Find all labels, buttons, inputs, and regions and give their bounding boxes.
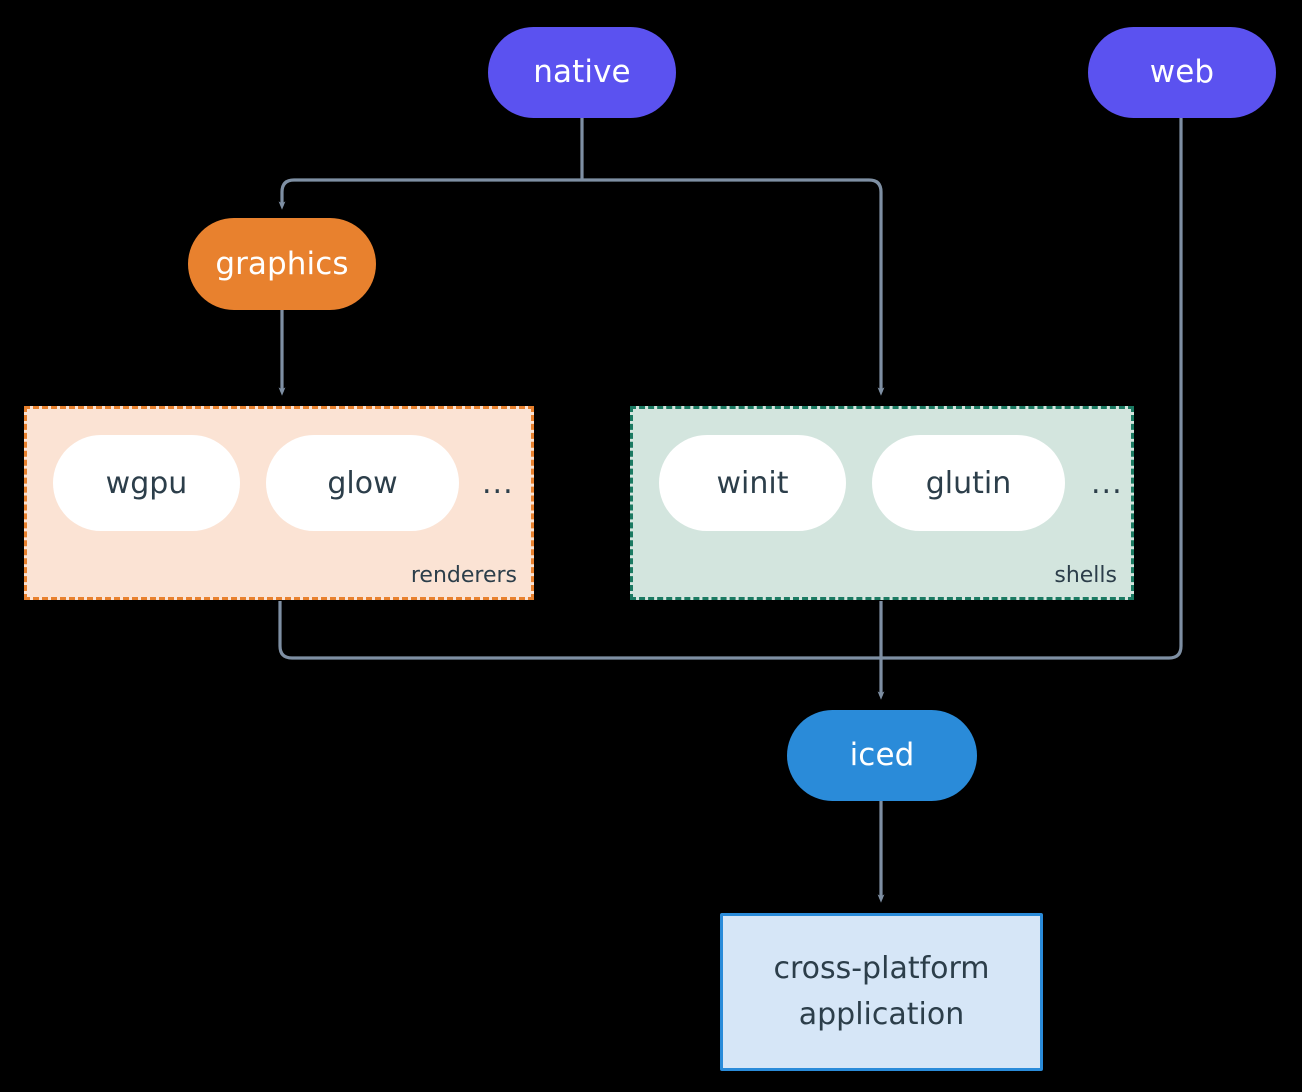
node-wgpu[interactable]: wgpu xyxy=(53,435,240,531)
group-renderers-label: renderers xyxy=(410,563,517,588)
node-iced[interactable]: iced xyxy=(787,710,977,801)
edge-native-to-graphics xyxy=(278,178,582,210)
node-glow-label: glow xyxy=(327,465,398,501)
shells-ellipsis: ... xyxy=(1091,465,1123,501)
node-web[interactable]: web xyxy=(1088,27,1276,118)
node-native-label: native xyxy=(533,54,631,91)
node-app-label-line1: cross-platform xyxy=(773,950,990,986)
node-winit[interactable]: winit xyxy=(659,435,846,531)
group-renderers[interactable]: wgpu glow ... renderers xyxy=(24,406,534,600)
node-glow[interactable]: glow xyxy=(266,435,459,531)
node-cross-platform-application[interactable]: cross-platform application xyxy=(720,913,1043,1071)
node-winit-label: winit xyxy=(716,465,789,501)
renderers-ellipsis: ... xyxy=(482,465,514,501)
edge-native-to-shells xyxy=(582,178,885,396)
node-graphics-label: graphics xyxy=(215,245,349,282)
group-shells-label: shells xyxy=(1054,563,1117,588)
node-web-label: web xyxy=(1149,54,1215,91)
node-native[interactable]: native xyxy=(488,27,676,118)
group-shells[interactable]: winit glutin ... shells xyxy=(630,406,1134,600)
node-glutin[interactable]: glutin xyxy=(872,435,1065,531)
node-iced-label: iced xyxy=(849,737,915,774)
node-graphics[interactable]: graphics xyxy=(188,218,376,310)
node-wgpu-label: wgpu xyxy=(105,465,188,501)
node-app-label-line2: application xyxy=(798,997,965,1032)
node-glutin-label: glutin xyxy=(925,465,1012,501)
edge-renderers-to-iced xyxy=(278,601,881,660)
